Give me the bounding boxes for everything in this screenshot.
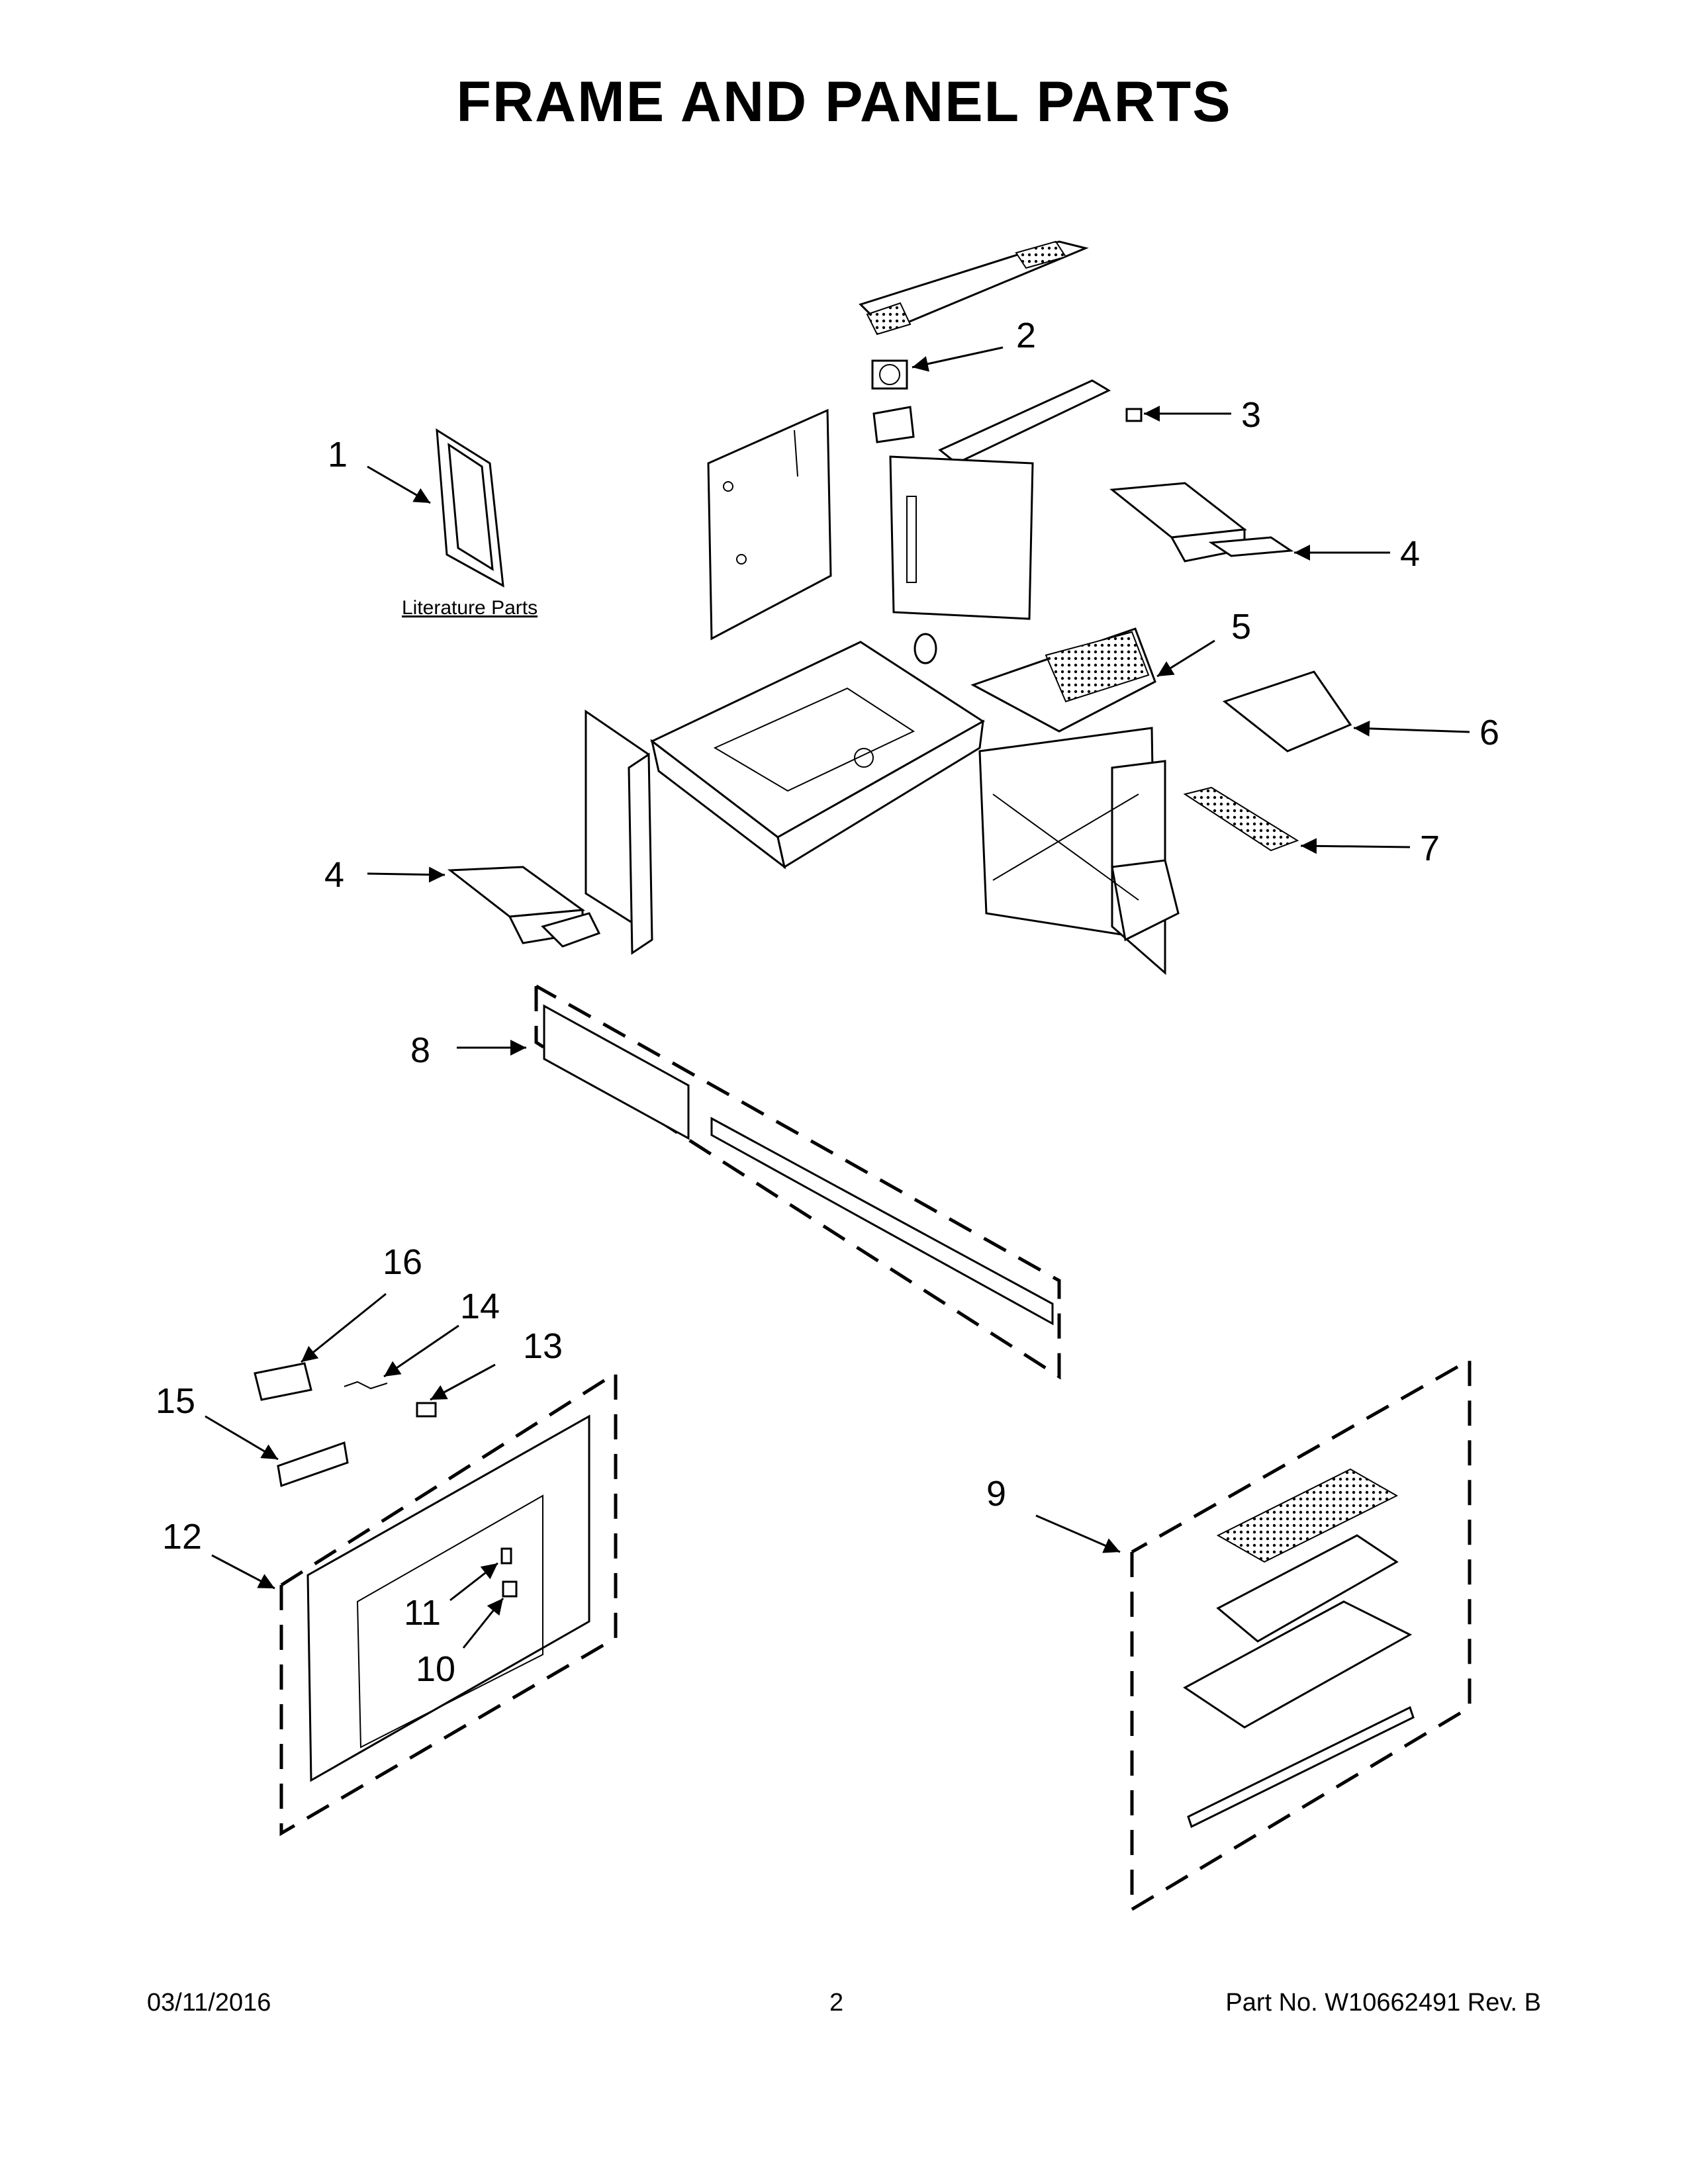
drip-tray-upper [1109, 482, 1294, 563]
display-module [277, 1441, 349, 1488]
drip-cup [1216, 1534, 1399, 1643]
drip-tray-lower [447, 866, 601, 948]
drip-tray-base [1183, 1600, 1413, 1729]
callout-2: 2 [1016, 316, 1036, 355]
top-vent-cover [859, 240, 1089, 336]
callout-8: 8 [410, 1030, 430, 1070]
right-side-panel [889, 455, 1034, 620]
left-side-panel [707, 408, 832, 641]
footer-page-number: 2 [829, 1989, 844, 2017]
rear-panel [585, 709, 653, 955]
drip-grate [1216, 1468, 1399, 1563]
grille-strip [1183, 786, 1299, 852]
callout-3: 3 [1241, 395, 1261, 435]
footer-part-number: Part No. W10662491 Rev. B [1225, 1989, 1541, 2017]
callout-7: 7 [1420, 829, 1440, 868]
group-12 [279, 1370, 618, 1837]
callout-numbers: 1 2 3 4 5 6 7 4 8 16 14 13 15 12 9 11 10 [156, 316, 1499, 1689]
callout-11: 11 [404, 1593, 441, 1633]
group-9 [1130, 1357, 1472, 1913]
switch-13 [416, 1402, 437, 1418]
leader-lines [205, 346, 1470, 1649]
callout-13: 13 [523, 1326, 563, 1366]
trim-strip [1187, 1706, 1415, 1829]
callout-4-lower: 4 [324, 855, 344, 895]
bracket-16 [254, 1362, 312, 1401]
oval-gasket [914, 633, 937, 664]
callout-12: 12 [162, 1517, 202, 1557]
footer-date: 03/11/2016 [147, 1989, 271, 2017]
front-door-panel [306, 1414, 590, 1782]
grated-top-cover [970, 627, 1156, 733]
callout-14: 14 [460, 1287, 500, 1326]
cooling-fan [871, 359, 915, 443]
base-pan [650, 641, 985, 870]
callout-10: 10 [416, 1649, 455, 1689]
literature-booklet [436, 428, 504, 588]
group-8 [534, 984, 1061, 1380]
wire-harness [344, 1381, 388, 1390]
cavity-frame [978, 727, 1180, 976]
control-board [543, 1004, 690, 1140]
callout-16: 16 [383, 1242, 422, 1282]
callout-4-upper: 4 [1400, 534, 1420, 574]
callout-15: 15 [156, 1381, 195, 1421]
top-rail-bracket [938, 379, 1111, 465]
slide-rail [710, 1116, 1054, 1326]
callout-9: 9 [986, 1474, 1006, 1514]
callout-6: 6 [1479, 713, 1499, 752]
callout-1: 1 [328, 435, 348, 475]
literature-parts-label: Literature Parts [402, 597, 538, 619]
hinged-lid [1222, 670, 1352, 752]
page-title: FRAME AND PANEL PARTS [456, 70, 1232, 134]
callout-5: 5 [1231, 607, 1251, 647]
small-clip [1125, 408, 1143, 422]
